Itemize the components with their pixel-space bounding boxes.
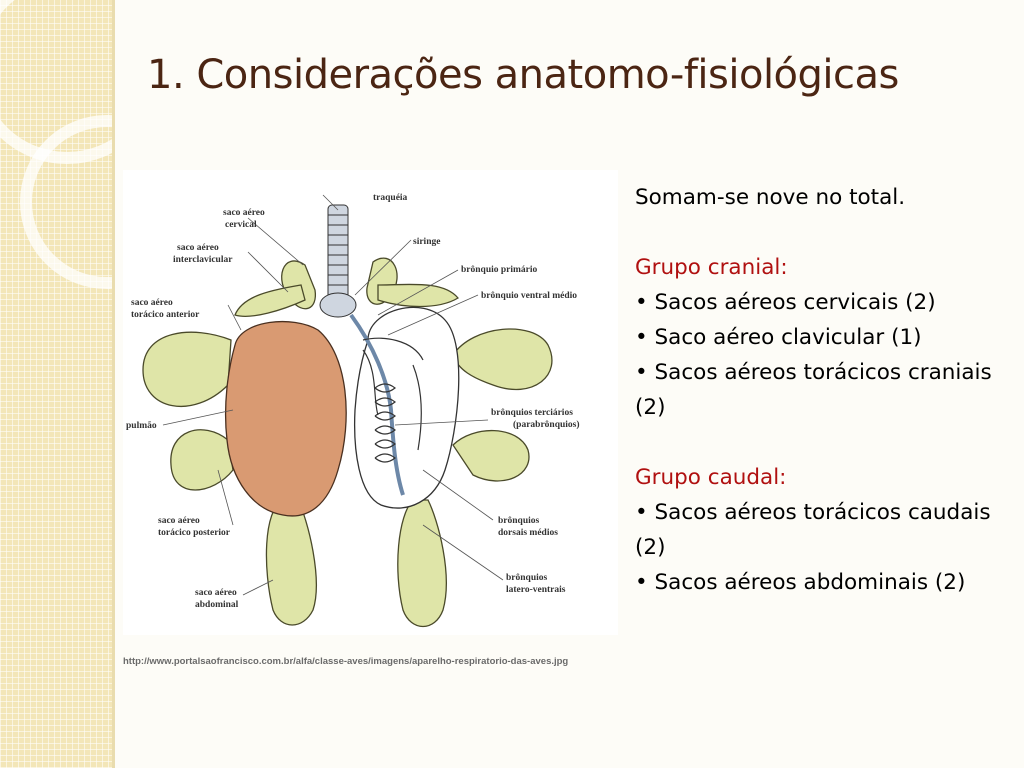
air-sac-toracico-posterior-left <box>170 429 234 491</box>
label-traqueia: traquéia <box>373 193 408 203</box>
air-sac-interclavicular-left <box>234 284 306 317</box>
label-saco-toracico-anterior-2: torácico anterior <box>131 310 200 320</box>
list-item: • Sacos aéreos abdominais (2) <box>635 570 966 595</box>
label-bronquios-dorsais-1: brônquios <box>498 516 539 526</box>
spacer <box>635 215 1020 250</box>
label-saco-toracico-posterior-1: saco aéreo <box>158 516 200 526</box>
label-bronquios-dorsais-2: dorsais médios <box>498 528 558 538</box>
intro-text: Somam-se nove no total. <box>635 185 906 210</box>
label-saco-abdominal-2: abdominal <box>195 600 239 610</box>
air-sacs <box>142 257 553 627</box>
spacer <box>635 425 1020 460</box>
group-caudal-heading: Grupo caudal: <box>635 465 787 490</box>
list-item: • Sacos aéreos torácicos caudais (2) <box>635 500 991 560</box>
label-bronquios-terciarios-1: brônquios terciários <box>491 408 573 418</box>
label-bronquios-latero-1: brônquios <box>506 573 547 583</box>
group-cranial-heading: Grupo cranial: <box>635 255 788 280</box>
leader-lines <box>162 194 504 596</box>
air-sac-toracico-anterior-right <box>452 328 553 391</box>
label-bronquio-primario: brônquio primário <box>461 265 538 275</box>
label-bronquio-ventral: brônquio ventral médio <box>481 291 577 301</box>
bronchi <box>349 313 424 496</box>
list-item: • Sacos aéreos cervicais (2) <box>635 290 936 315</box>
decorative-side-strip <box>0 0 112 768</box>
lung-outline-right <box>354 306 460 509</box>
air-sac-toracico-anterior-left <box>142 331 232 408</box>
list-item: • Saco aéreo clavicular (1) <box>635 325 922 350</box>
list-item: • Sacos aéreos torácicos craniais (2) <box>635 360 992 420</box>
label-pulmao: pulmão <box>126 421 157 431</box>
label-saco-interclavicular-1: saco aéreo <box>177 243 219 253</box>
respiratory-diagram: traquéia saco aéreo cervical siringe sac… <box>123 170 618 635</box>
label-saco-toracico-posterior-2: torácico posterior <box>158 528 231 538</box>
air-sac-interclavicular-right <box>377 283 459 308</box>
label-saco-toracico-anterior-1: saco aéreo <box>131 298 173 308</box>
label-saco-cervical-2: cervical <box>225 220 257 230</box>
air-sac-toracico-posterior-right <box>452 429 530 482</box>
label-bronquios-terciarios-2: (parabrônquios) <box>513 419 580 430</box>
side-divider <box>112 0 115 768</box>
lung-left <box>224 320 347 517</box>
content-text: Somam-se nove no total. Grupo cranial: •… <box>635 180 1020 600</box>
label-siringe: siringe <box>413 237 440 247</box>
air-sac-abdominal-left <box>265 499 317 626</box>
label-saco-interclavicular-2: interclavicular <box>173 255 233 265</box>
air-sac-abdominal-right <box>397 499 447 627</box>
trachea <box>319 204 357 318</box>
slide-title: 1. Considerações anatomo-fisiológicas <box>147 52 899 98</box>
label-bronquios-latero-2: latero-ventrais <box>506 585 566 595</box>
label-saco-abdominal-1: saco aéreo <box>195 588 237 598</box>
label-saco-cervical-1: saco aéreo <box>223 208 265 218</box>
image-source-caption: http://www.portalsaofrancisco.com.br/alf… <box>123 656 569 667</box>
